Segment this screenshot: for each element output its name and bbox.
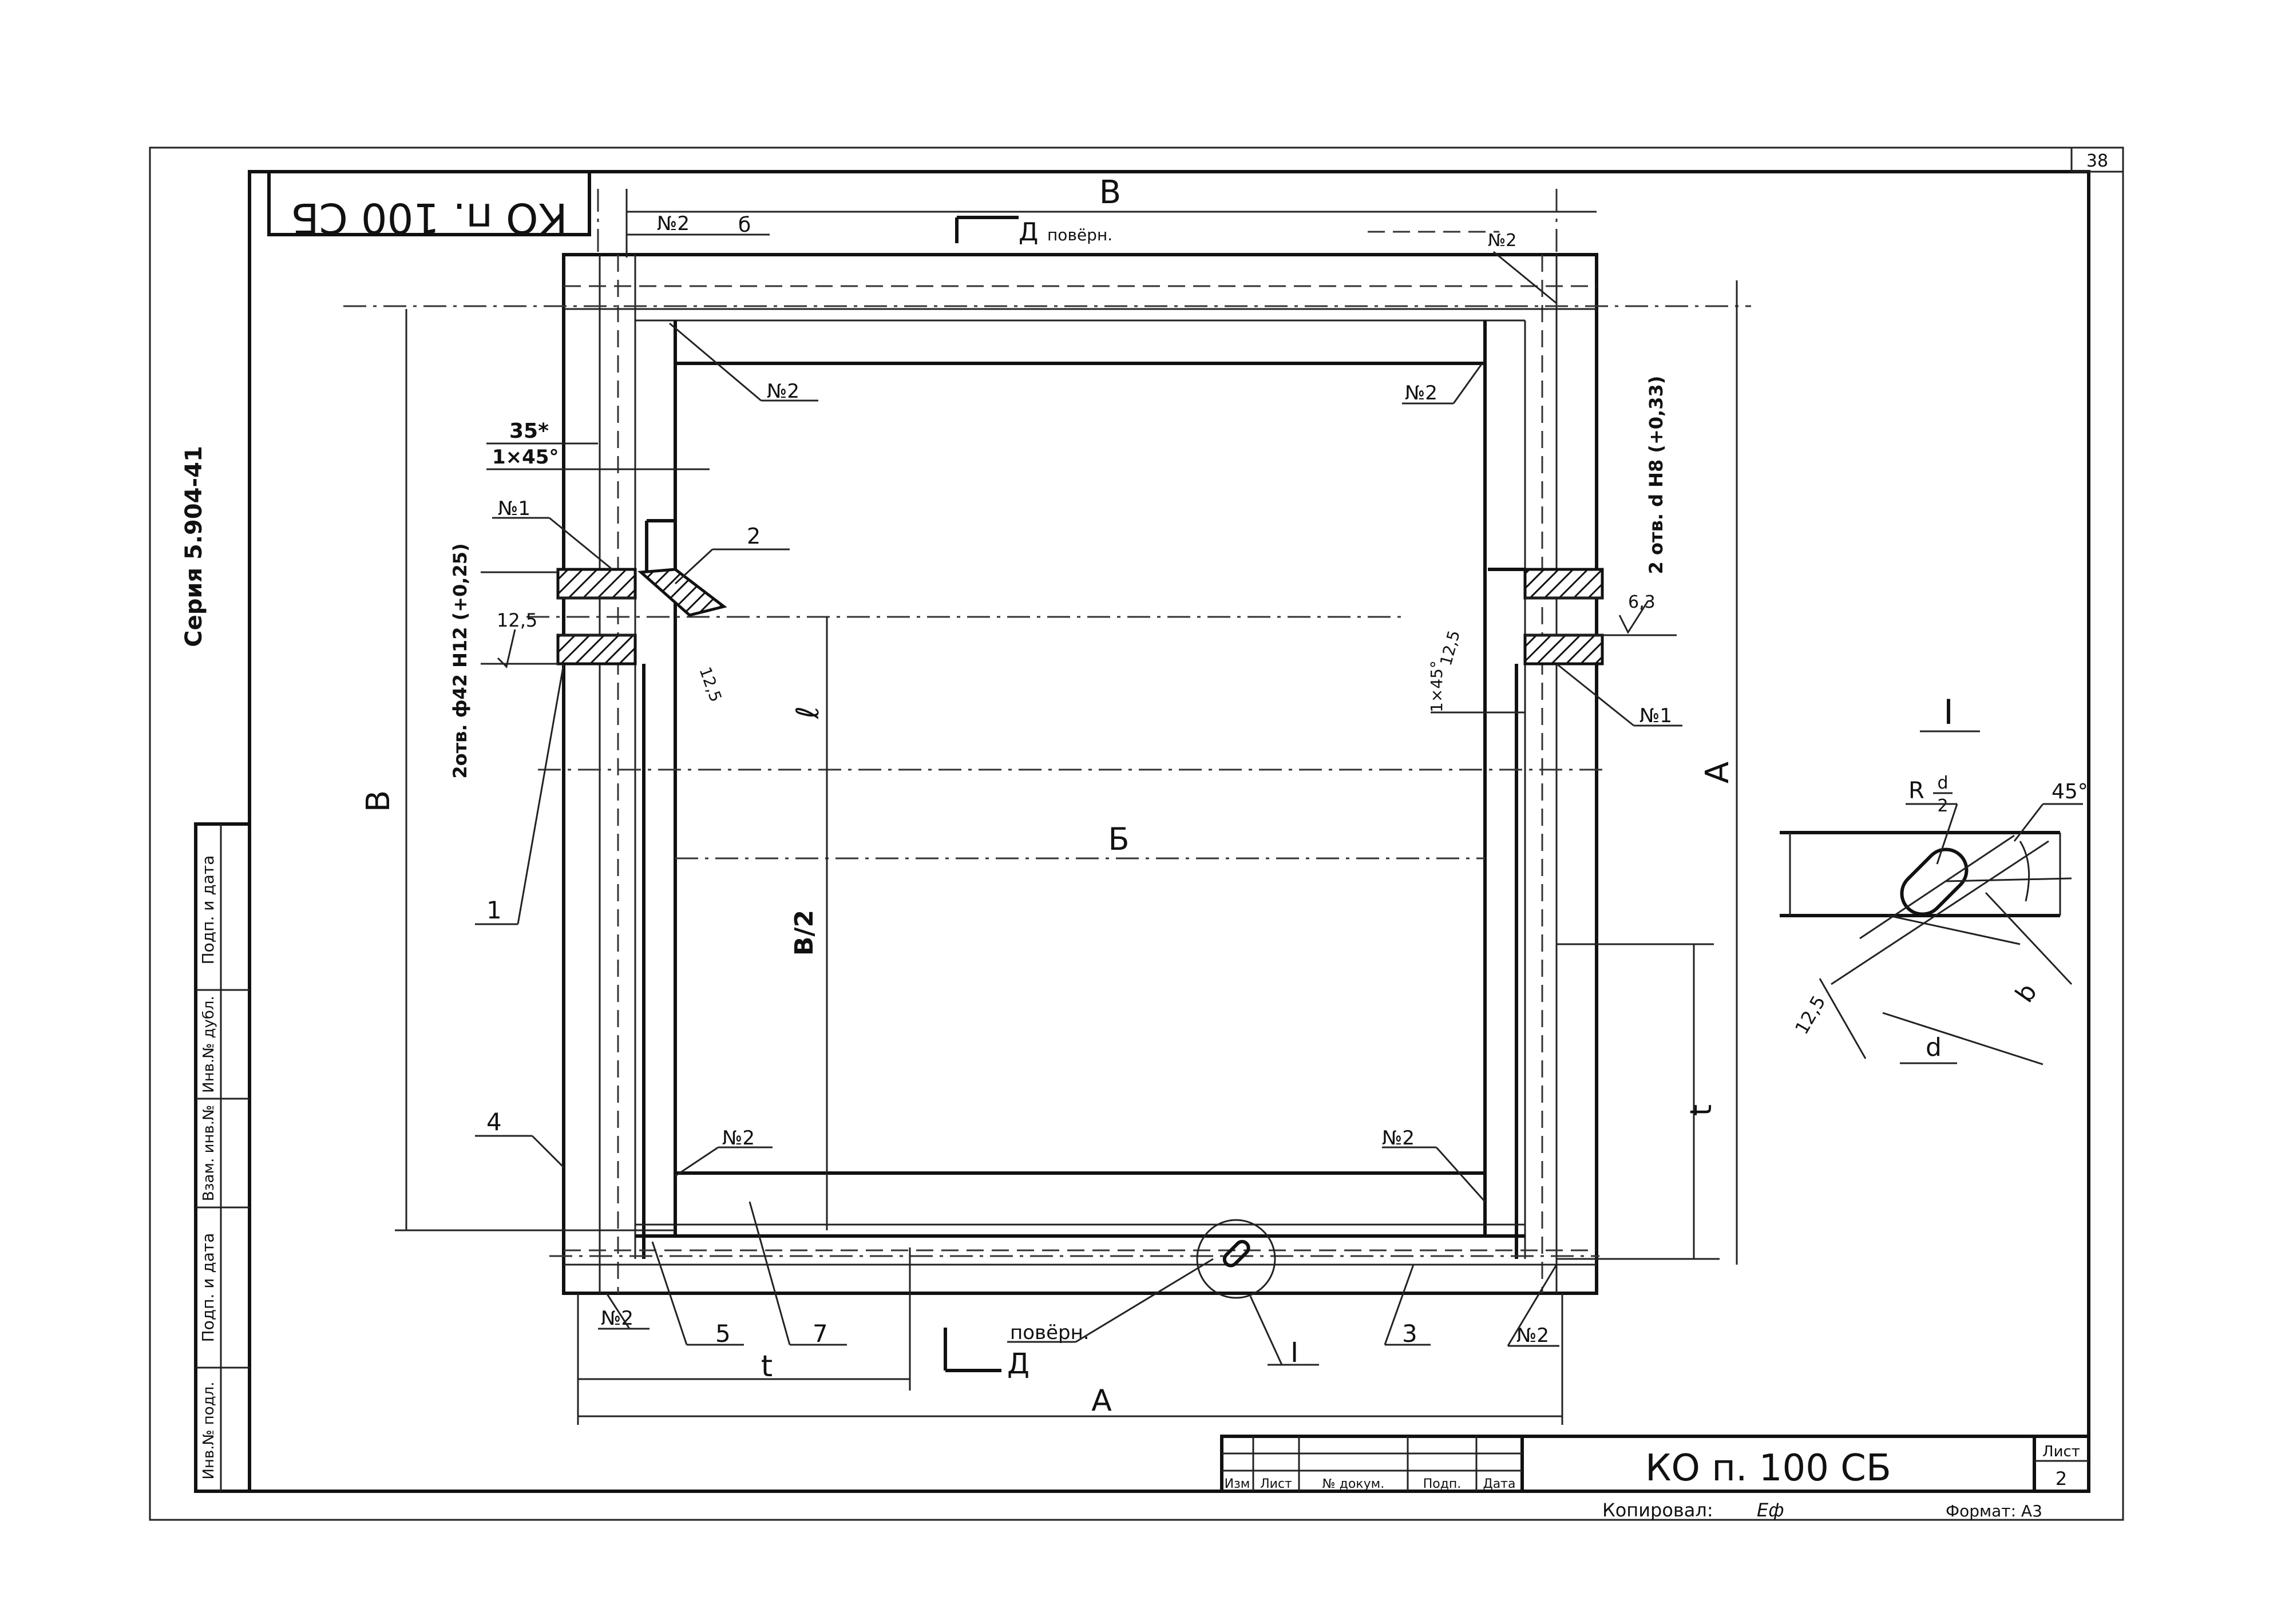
weld-top-left: №2 <box>657 212 690 235</box>
weld-label-1-right: №1 <box>1639 704 1672 727</box>
part-number-3: 3 <box>1402 1320 1417 1348</box>
dim-right-height-label: А <box>1699 762 1736 783</box>
title-col-podp: Подп. <box>1423 1477 1462 1491</box>
side-table-row-3: Взам. инв.№ <box>200 1105 217 1201</box>
rotated-code: КО п. 100 СБ <box>291 194 568 242</box>
rough-6-3: 6,3 <box>1628 592 1656 612</box>
weld-label-2f: №2 <box>1516 1324 1549 1347</box>
detail-radius-den: 2 <box>1937 796 1948 816</box>
section-mark-top-label: Д <box>1019 217 1038 247</box>
right-hole-section <box>1488 568 1604 666</box>
dim-half-height-label: В/2 <box>790 910 819 956</box>
side-table-row-1: Подп. и дата <box>199 855 217 965</box>
dim-left-height: В <box>360 309 675 1231</box>
chamfer-35: 35* <box>509 419 549 443</box>
detail-angle: 45° <box>2052 780 2088 803</box>
series-label: Серия 5.904-41 <box>181 446 207 647</box>
title-sheet-num: 2 <box>2056 1468 2067 1490</box>
detail-rough: 12,5 <box>1791 992 1830 1038</box>
side-table-row-2: Инв.№ дубл. <box>200 996 217 1093</box>
dim-top-width-label: В <box>1099 174 1121 211</box>
title-sheet-label: Лист <box>2042 1443 2080 1460</box>
frame-assembly <box>343 189 1751 1295</box>
title-block: Изм Лист № докум. Подп. Дата КО п. 100 С… <box>1220 1435 2090 1493</box>
dim-left-height-label: В <box>360 790 397 812</box>
dim-right-height: А <box>1699 280 1738 1265</box>
section-mark-bottom: Д <box>944 1328 1029 1380</box>
part-number-7: 7 <box>813 1320 828 1348</box>
rough-12-5-left: 12,5 <box>497 609 537 631</box>
detail-view: I R d 2 45° 12,5 d b <box>1780 692 2088 1065</box>
rotated-note: повёрн. <box>1010 1321 1090 1344</box>
weld-label-2b: №2 <box>1405 382 1437 405</box>
left-hole-section <box>556 519 727 666</box>
section-mark-bottom-label: Д <box>1007 1347 1029 1380</box>
rotated-code-box <box>267 170 591 236</box>
dim-a-bottom-label: А <box>1091 1384 1112 1418</box>
weld-label-2c: №2 <box>722 1127 755 1150</box>
detail-callout-circle <box>1196 1219 1276 1299</box>
sheet-corner-number: 38 <box>2086 151 2108 171</box>
corner-sheet-box <box>2070 146 2124 173</box>
title-col-doc: № докум. <box>1322 1477 1384 1491</box>
copied-label: Копировал: <box>1602 1499 1713 1521</box>
dim-ell: ℓ <box>790 706 826 719</box>
detail-callout-label: I <box>1290 1337 1298 1369</box>
detail-radius-num: d <box>1937 773 1948 793</box>
hole-left: 2отв. ф42 Н12 (+0,25) <box>449 543 471 778</box>
part-number-1: 1 <box>486 896 502 924</box>
dim-top-width: В <box>625 174 1597 258</box>
side-table-row-4: Подп. и дата <box>199 1233 217 1342</box>
detail-b-label: b <box>2010 978 2043 1008</box>
dim-half-height: В/2 <box>790 910 819 956</box>
part-number-5: 5 <box>715 1320 731 1348</box>
chamfer-1x45-left: 1×45° <box>492 446 559 469</box>
weld-label-2d: №2 <box>1382 1127 1415 1150</box>
dim-t-bottom-label: t <box>761 1349 773 1384</box>
title-col-data: Дата <box>1483 1477 1516 1491</box>
dim-t-bottom: t <box>578 1247 911 1391</box>
detail-radius-label: R <box>1908 778 1924 804</box>
weld-label-2g: №2 <box>1488 231 1516 251</box>
rough-12-5-b: 12,5 <box>695 664 725 704</box>
weld-label-1-left: №1 <box>498 497 530 520</box>
dim-t-right: t <box>1684 1104 1718 1116</box>
section-mark-top-suffix: повёрн. <box>1047 225 1112 244</box>
hole-right: 2 отв. d Н8 (+0,33) <box>1645 376 1667 575</box>
dim-inner-width: Б <box>1108 821 1129 857</box>
detail-d-label: d <box>1926 1033 1942 1062</box>
chamfer-1x45-right: 1×45° <box>1427 660 1446 712</box>
side-table: Подп. и дата Инв.№ дубл. Взам. инв.№ Под… <box>194 822 251 1493</box>
part-number-4: 4 <box>486 1108 502 1136</box>
dim-a-bottom: А <box>577 1293 1563 1425</box>
weld-label-2a: №2 <box>767 380 799 403</box>
outer-frame <box>149 146 2124 1521</box>
detail-title: I <box>1943 692 1954 732</box>
section-mark-top: Д повёрн. <box>955 216 1112 247</box>
format-label: Формат: А3 <box>1946 1502 2042 1520</box>
title-code: КО п. 100 СБ <box>1645 1447 1891 1490</box>
dim-b-small: б <box>738 213 751 237</box>
title-col-list: Лист <box>1260 1477 1292 1491</box>
title-col-izm: Изм <box>1225 1477 1250 1491</box>
copied-sign: Еф <box>1757 1499 1784 1521</box>
part-number-2: 2 <box>747 524 761 549</box>
side-table-row-5: Инв.№ подл. <box>200 1381 217 1479</box>
